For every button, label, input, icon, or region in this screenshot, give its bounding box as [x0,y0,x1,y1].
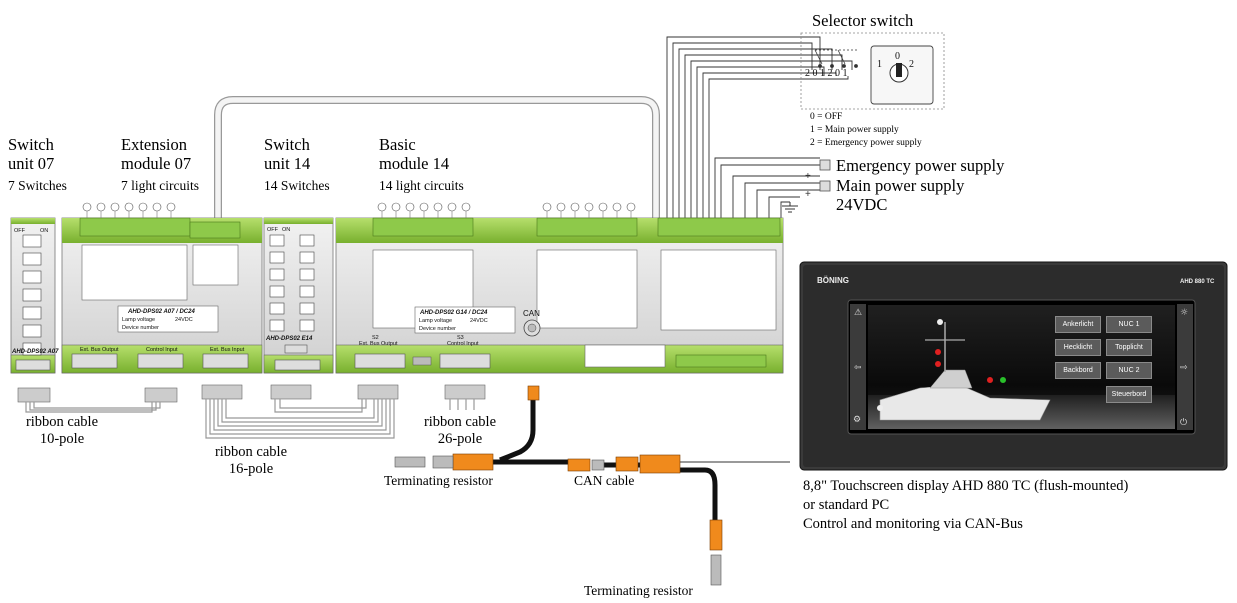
basic-module-14-count: 14 light circuits [379,178,464,193]
extension-module-07-count: 7 light circuits [121,178,199,193]
on-label: ON [40,228,48,234]
right-arrow-icon[interactable]: ⇨ [1180,363,1188,373]
switch-unit-07-count: 7 Switches [8,178,67,193]
switch-unit-07-subtitle: unit 07 [8,154,55,173]
lamp-voltage-value-14: 24VDC [470,318,488,324]
basic-module-14-title: Basic [379,135,416,154]
ribbon-16-label-2: 16-pole [228,461,274,477]
s3-label: S3 [457,335,464,341]
power-terminals: + + [805,159,831,200]
control-input-label: Control Input [146,347,178,353]
selector-position-1: 1 [877,59,882,70]
masthead-light-button[interactable]: Topplicht [1106,339,1152,356]
switch-unit-14-subtitle: unit 14 [264,154,311,173]
s2-desc: Ext. Bus Output [359,341,398,347]
ribbon-cable-16-pole [201,384,399,439]
selector-legend-0: 0 = OFF [810,112,843,122]
selector-switch: 2 0 1 2 0 1 1 0 2 [800,32,945,110]
terminating-resistor-label-2: Terminating resistor [584,583,693,598]
display-caption-1: 8,8" Touchscreen display AHD 880 TC (flu… [803,478,1129,494]
nuc1-button[interactable]: NUC 1 [1106,316,1152,333]
switch14-name: AHD-DPS02 E14 [265,336,313,342]
can-cable-label: CAN cable [574,473,635,488]
light-off-icon[interactable]: ☼ [1180,308,1188,318]
touchscreen-display: BÖNING AHD 880 TC ⚠ ⇦ ⚙ ☼ ⇨ ⏻ [799,261,1228,471]
power-icon[interactable]: ⏻ [1180,417,1187,428]
basic-module-14-subtitle: module 14 [379,154,450,173]
off-label-14: OFF [267,227,279,233]
lamp-voltage-label-14: Lamp voltage [419,318,452,324]
selector-position-0: 0 [895,51,900,62]
s2-label: S2 [372,335,379,341]
ext-bus-input-label: Ext. Bus Input [210,347,245,353]
anchor-light-button[interactable]: Ankerlicht [1055,316,1101,333]
lamp-voltage-value: 24VDC [175,317,193,323]
bus-cable [214,96,660,222]
ribbon-26-label-2: 26-pole [437,431,483,447]
ribbon-cable-10-pole [17,387,178,413]
extension-module-07-title: Extension [121,135,187,154]
svg-text:+: + [805,189,811,200]
display-caption-3: Control and monitoring via CAN-Bus [803,516,1023,532]
left-arrow-icon[interactable]: ⇦ [854,363,862,373]
selector-switch-title: Selector switch [812,11,914,30]
svg-text:2 0 1 2 0 1: 2 0 1 2 0 1 [805,68,848,79]
basic-module-14: AHD-DPS02 G14 / DC24 Lamp voltage 24VDC … [335,202,784,374]
ground-icon [782,202,798,213]
settings-icon[interactable]: ⚙ [853,415,861,425]
selector-legend-2: 2 = Emergency power supply [810,138,922,148]
switch-unit-14-count: 14 Switches [264,178,330,193]
basic14-name: AHD-DPS02 G14 / DC24 [419,310,488,316]
starboard-light-button[interactable]: Steuerbord [1106,386,1152,403]
nuc2-button[interactable]: NUC 2 [1106,362,1152,379]
svg-text:+: + [805,171,811,182]
switch-unit-14-title: Switch [264,135,310,154]
display-model: AHD 880 TC [1180,279,1215,285]
can-connectors [394,385,723,586]
emergency-power-label: Emergency power supply [836,156,1005,175]
ribbon-16-label-1: ribbon cable [214,444,288,460]
extension-module-07-subtitle: module 07 [121,154,192,173]
s3-desc: Control Input [447,341,479,347]
selector-position-2: 2 [909,59,914,70]
stern-light-button[interactable]: Hecklicht [1055,339,1101,356]
control-wiring [666,36,853,222]
main-power-label: Main power supply [836,176,965,195]
ribbon-10-label-1: ribbon cable [25,414,99,430]
ext-bus-output-label: Ext. Bus Output [80,347,119,353]
extension-module-07: AHD-DPS02 A07 / DC24 Lamp voltage 24VDC … [61,202,263,374]
terminating-resistor-label-1: Terminating resistor [384,473,493,488]
yacht-image [877,319,1051,421]
voltage-label: 24VDC [836,195,888,214]
device-number-label-14: Device number [419,326,456,332]
device-number-label: Device number [122,325,159,331]
on-label-14: ON [282,227,290,233]
switch-unit-07-title: Switch [8,135,54,154]
switch-unit-14: OFF ON AHD-DPS02 E14 [263,217,334,374]
switch-unit-07: OFF ON AHD-DPS02 A07 [10,217,59,374]
port-light-button[interactable]: Backbord [1055,362,1101,379]
ribbon-cable-26-pole [444,384,486,410]
off-label: OFF [14,228,26,234]
selector-legend-1: 1 = Main power supply [810,125,899,135]
switch07-name: AHD-DPS02 A07 [11,349,59,355]
can-label: CAN [523,309,540,318]
display-brand: BÖNING [817,276,849,285]
ext07-name: AHD-DPS02 A07 / DC24 [127,309,195,315]
lamp-voltage-label: Lamp voltage [122,317,155,323]
ribbon-26-label-1: ribbon cable [423,414,497,430]
warning-icon[interactable]: ⚠ [854,308,862,318]
ribbon-10-label-2: 10-pole [39,431,85,447]
display-caption-2: or standard PC [803,497,890,513]
